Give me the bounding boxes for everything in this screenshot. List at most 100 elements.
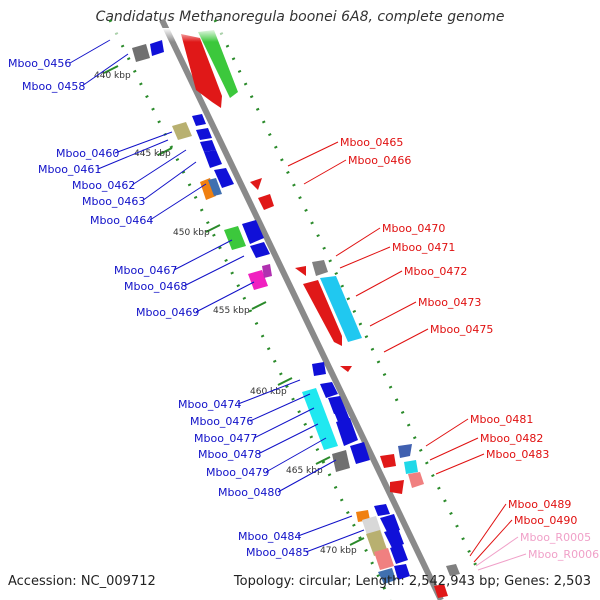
gene-feature (404, 460, 418, 474)
gene-feature (384, 528, 404, 548)
tick-label: 470 kbp (320, 546, 357, 556)
rna-label: Mboo_R0005 (520, 531, 591, 544)
gene-label: Mboo_0477 (194, 432, 257, 445)
tick-label: 445 kbp (134, 149, 171, 159)
gene-feature (380, 454, 396, 468)
gene-label: Mboo_0476 (190, 415, 253, 428)
gene-feature (328, 396, 346, 414)
gene-label: Mboo_0469 (136, 306, 199, 319)
gene-feature (366, 530, 388, 556)
rna-leader-lines (475, 536, 527, 571)
gene-feature (192, 114, 206, 126)
rna-gene-labels: Mboo_R0005 Mboo_R0006 (520, 531, 599, 561)
gene-label: Mboo_0475 (430, 323, 493, 336)
gene-label: Mboo_0479 (206, 466, 269, 479)
forward-strand-features (132, 40, 410, 584)
gene-feature (214, 168, 234, 188)
gene-label: Mboo_0458 (22, 80, 85, 93)
gene-feature (132, 44, 150, 62)
gene-feature (340, 366, 352, 372)
reverse-strand-features (181, 30, 460, 598)
map-title: Candidatus Methanoregula boonei 6A8, com… (95, 9, 505, 25)
gene-label: Mboo_0470 (382, 222, 445, 235)
gene-label: Mboo_0463 (82, 195, 145, 208)
gene-feature (350, 442, 370, 464)
left-leader-lines (69, 39, 365, 553)
right-leader-lines (287, 141, 513, 563)
gene-feature (303, 280, 342, 346)
gene-label: Mboo_0474 (178, 398, 241, 411)
gene-label: Mboo_0468 (124, 280, 187, 293)
gene-label: Mboo_0482 (480, 432, 543, 445)
gene-feature (248, 270, 268, 290)
gene-label: Mboo_0467 (114, 264, 177, 277)
gene-label: Mboo_0478 (198, 448, 261, 461)
gene-feature (172, 122, 192, 140)
gene-feature (262, 264, 272, 278)
gene-feature (398, 444, 412, 458)
topology-text: Topology: circular; Length: 2,542,943 bp… (233, 574, 591, 589)
gene-feature (198, 30, 238, 98)
gene-label: Mboo_0461 (38, 163, 101, 176)
gene-label: Mboo_0462 (72, 179, 135, 192)
gene-feature (394, 564, 410, 580)
tick-label: 465 kbp (286, 466, 323, 476)
gene-label: Mboo_0456 (8, 57, 71, 70)
tick-label: 440 kbp (94, 71, 131, 81)
gene-label: Mboo_0466 (348, 154, 411, 167)
gene-feature (390, 480, 404, 494)
gene-feature (242, 220, 264, 244)
gene-feature (250, 242, 270, 258)
top-fade (0, 28, 600, 42)
gene-feature (200, 140, 216, 152)
gene-label: Mboo_0485 (246, 546, 309, 559)
gene-label: Mboo_0489 (508, 498, 571, 511)
gene-label: Mboo_0465 (340, 136, 403, 149)
gene-feature (408, 472, 424, 488)
gene-feature (150, 40, 164, 56)
gene-feature (204, 150, 222, 168)
gene-feature (224, 226, 246, 250)
gene-feature (200, 178, 216, 200)
gene-label: Mboo_0480 (218, 486, 281, 499)
rna-label: Mboo_R0006 (528, 548, 599, 561)
gene-feature (208, 178, 222, 196)
gene-feature (446, 564, 460, 576)
gene-label: Mboo_0472 (404, 265, 467, 278)
gene-label: Mboo_0471 (392, 241, 455, 254)
gene-label: Mboo_0490 (514, 514, 577, 527)
tick-label: 450 kbp (173, 228, 210, 238)
gene-label: Mboo_0460 (56, 147, 119, 160)
gene-feature (320, 276, 362, 342)
accession-text: Accession: NC_009712 (8, 574, 156, 589)
gene-feature (258, 194, 274, 210)
gene-feature (312, 362, 326, 376)
left-gene-labels: Mboo_0456 Mboo_0458 Mboo_0460 Mboo_0461 … (8, 57, 309, 559)
gene-feature (302, 388, 338, 450)
gene-feature (250, 178, 262, 190)
gene-feature (390, 544, 408, 564)
gene-label: Mboo_0473 (418, 296, 481, 309)
gene-feature (374, 548, 394, 570)
gene-feature (336, 418, 358, 446)
tick-label: 455 kbp (213, 306, 250, 316)
gene-feature (374, 504, 390, 516)
gene-label: Mboo_0483 (486, 448, 549, 461)
gene-feature (312, 260, 328, 276)
gene-feature (181, 34, 222, 108)
gene-feature (295, 266, 306, 276)
guide-line-left (108, 19, 392, 600)
tick-labels: 440 kbp 445 kbp 450 kbp 455 kbp 460 kbp … (94, 71, 357, 556)
tick-marks (103, 65, 365, 546)
gene-feature (196, 128, 212, 140)
genome-backbone (159, 18, 444, 600)
gene-feature (434, 584, 448, 598)
right-gene-labels: Mboo_0465 Mboo_0466 Mboo_0470 Mboo_0471 … (340, 136, 577, 527)
gene-label: Mboo_0484 (238, 530, 301, 543)
gene-feature (378, 568, 396, 584)
gene-label: Mboo_0481 (470, 413, 533, 426)
gene-feature (320, 382, 338, 398)
gene-feature (332, 450, 350, 472)
